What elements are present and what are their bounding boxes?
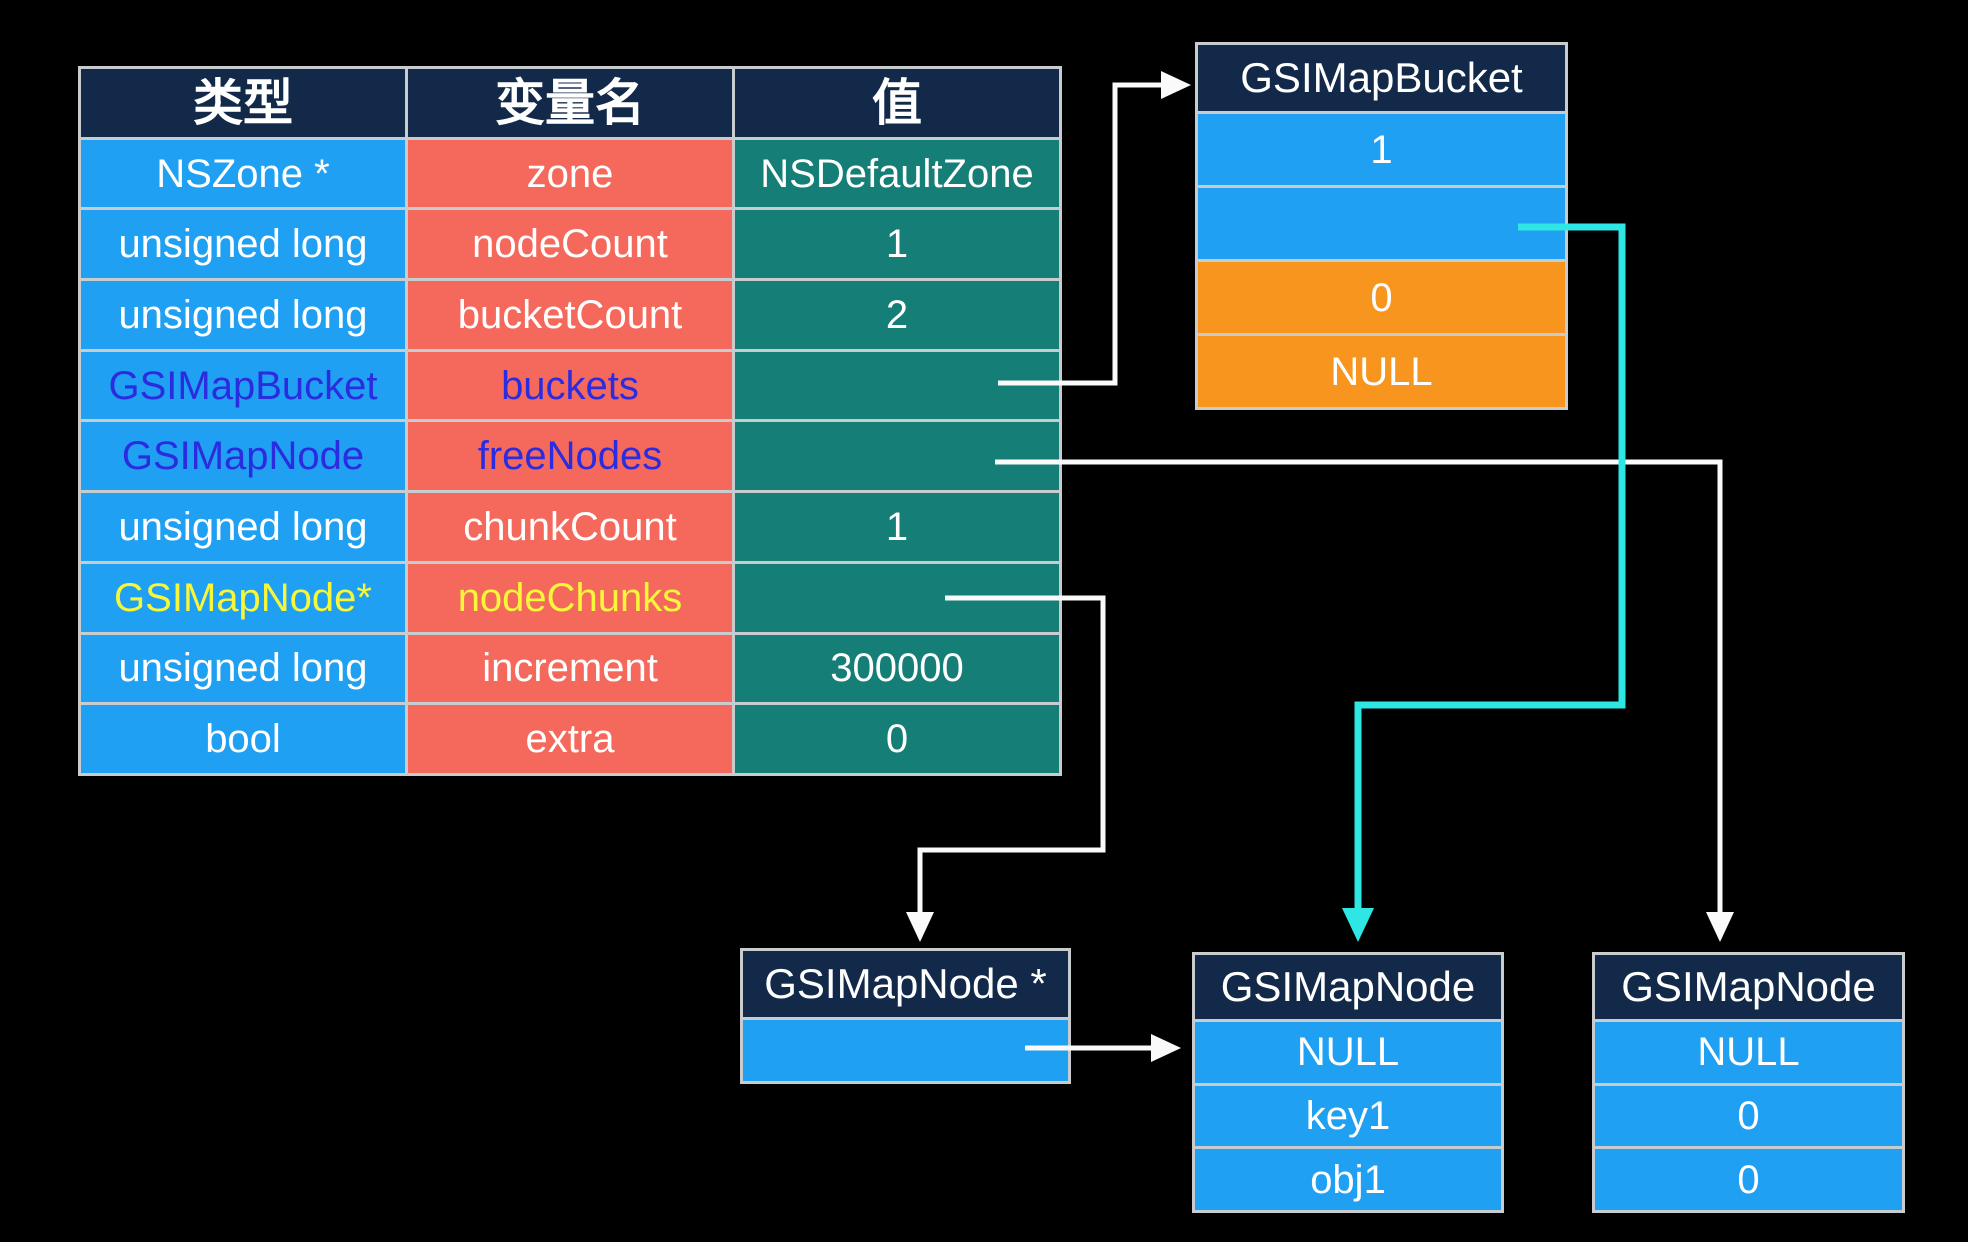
node-mid-cell-next: NULL: [1195, 1022, 1501, 1083]
cell-type: unsigned long: [81, 281, 405, 349]
node-mid-cell-key: key1: [1195, 1085, 1501, 1147]
cell-value: [735, 422, 1059, 491]
struct-table: 类型 变量名 值 NSZone * zone NSDefaultZone uns…: [78, 66, 1062, 776]
cell-type: bool: [81, 705, 405, 773]
bucket-box-title: GSIMapBucket: [1198, 45, 1565, 111]
node-mid-cell-obj: obj1: [1195, 1149, 1501, 1210]
cell-type: GSIMapNode*: [81, 563, 405, 632]
node-right-cell-obj: 0: [1595, 1149, 1902, 1210]
column-header-value: 值: [735, 69, 1059, 137]
bucket-cell-count: 0: [1198, 262, 1565, 333]
cell-name: extra: [408, 705, 732, 773]
column-header-type: 类型: [81, 69, 405, 137]
cell-value: NSDefaultZone: [735, 139, 1059, 208]
bucket-cell-null: NULL: [1198, 336, 1565, 407]
cell-type: unsigned long: [81, 634, 405, 703]
cell-name: buckets: [408, 351, 732, 420]
cell-value: 0: [735, 705, 1059, 773]
node-box-right-title: GSIMapNode: [1595, 955, 1902, 1019]
cell-name: zone: [408, 139, 732, 208]
bucket-box: GSIMapBucket 1 0 NULL: [1195, 42, 1568, 410]
node-ptr-cell: [743, 1020, 1068, 1081]
cell-name: nodeCount: [408, 210, 732, 279]
cell-type: NSZone *: [81, 139, 405, 208]
node-box-mid: GSIMapNode NULL key1 obj1: [1192, 952, 1504, 1213]
cell-type: unsigned long: [81, 493, 405, 561]
cell-value: 2: [735, 281, 1059, 349]
cell-name: freeNodes: [408, 422, 732, 491]
cell-name: nodeChunks: [408, 563, 732, 632]
bucket-cell-firstnode: [1198, 188, 1565, 259]
node-right-cell-next: NULL: [1595, 1022, 1902, 1083]
arrow-freenodes-to-gsimapnode-right: [995, 459, 1734, 942]
cell-value: [735, 563, 1059, 632]
node-ptr-box-title: GSIMapNode *: [743, 951, 1068, 1017]
bucket-cell-nodecount: 1: [1198, 114, 1565, 185]
cell-type: GSIMapBucket: [81, 351, 405, 420]
cell-value: 300000: [735, 634, 1059, 703]
node-ptr-box: GSIMapNode *: [740, 948, 1071, 1084]
cell-value: [735, 351, 1059, 420]
cell-type: GSIMapNode: [81, 422, 405, 491]
cell-value: 1: [735, 210, 1059, 279]
cell-name: bucketCount: [408, 281, 732, 349]
node-box-mid-title: GSIMapNode: [1195, 955, 1501, 1019]
cell-name: chunkCount: [408, 493, 732, 561]
node-right-cell-key: 0: [1595, 1085, 1902, 1147]
cell-value: 1: [735, 493, 1059, 561]
cell-name: increment: [408, 634, 732, 703]
cell-type: unsigned long: [81, 210, 405, 279]
node-box-right: GSIMapNode NULL 0 0: [1592, 952, 1905, 1213]
column-header-name: 变量名: [408, 69, 732, 137]
